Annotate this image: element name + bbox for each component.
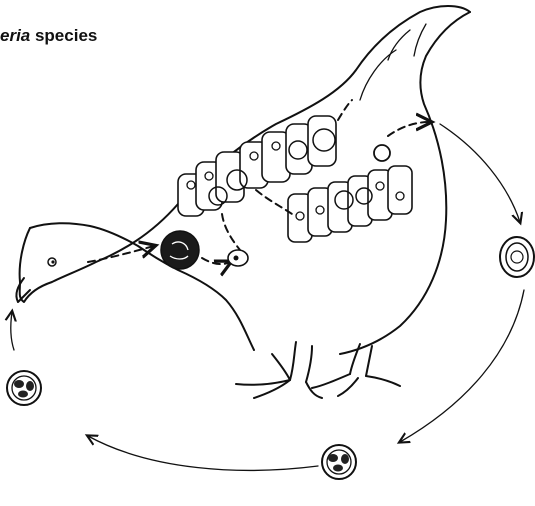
oocyst-sporulated-b — [322, 445, 356, 479]
ingested-oocyst — [161, 231, 199, 269]
oocyst-released — [374, 145, 390, 161]
oocyst-unsporulated — [500, 237, 534, 277]
chicken-legs — [236, 342, 400, 398]
oocyst-sporulated-a — [7, 371, 41, 405]
epithelial-cell — [388, 166, 412, 214]
epithelial-cell — [308, 116, 336, 166]
epithelial-cells — [178, 116, 412, 242]
